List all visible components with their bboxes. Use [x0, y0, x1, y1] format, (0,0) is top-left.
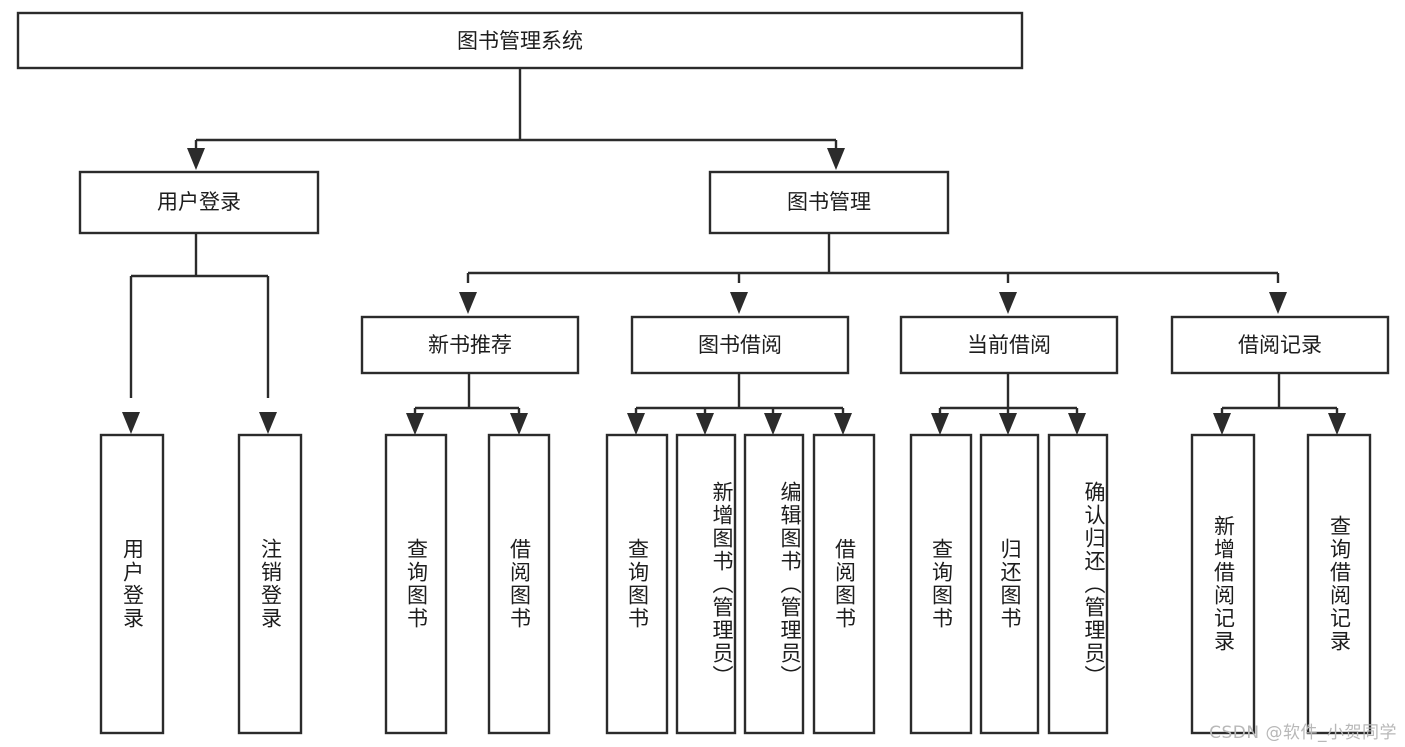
- node-current-borrow-label: 当前借阅: [967, 333, 1051, 357]
- connectors-record: [1213, 373, 1346, 435]
- leaf-record-add[interactable]: [1190, 433, 1256, 735]
- leaf-borrow-edit[interactable]: [743, 433, 805, 735]
- node-book-mgmt[interactable]: 图书管理: [708, 170, 950, 235]
- node-book-borrow[interactable]: 图书借阅: [630, 315, 850, 375]
- node-root[interactable]: 图书管理系统: [16, 11, 1024, 70]
- node-user-login-label: 用户登录: [157, 190, 241, 214]
- node-borrow-record[interactable]: 借阅记录: [1170, 315, 1390, 375]
- leaf-current-query[interactable]: [909, 433, 973, 735]
- leaf-user-login-label: 用户登录: [120, 538, 145, 630]
- leaf-record-add-label: 新增借阅记录: [1211, 515, 1236, 653]
- connectors-current: [931, 373, 1086, 435]
- connectors-newbook: [406, 373, 528, 435]
- leaf-user-login[interactable]: [99, 433, 165, 735]
- connectors-root: [187, 68, 845, 170]
- leaf-newbook-borrow[interactable]: [487, 433, 551, 735]
- node-borrow-record-label: 借阅记录: [1238, 333, 1322, 357]
- leaf-borrow-add[interactable]: [675, 433, 737, 735]
- leaf-newbook-borrow-label: 借阅图书: [507, 538, 532, 630]
- leaf-borrow-lend[interactable]: [812, 433, 876, 735]
- node-book-borrow-label: 图书借阅: [698, 333, 782, 357]
- connectors-book-mgmt: [459, 233, 1287, 314]
- node-current-borrow[interactable]: 当前借阅: [899, 315, 1119, 375]
- leaf-borrow-add-label: 新增图书（管理员）: [710, 480, 734, 688]
- leaf-borrow-query[interactable]: [605, 433, 669, 735]
- leaf-current-return[interactable]: [979, 433, 1040, 735]
- node-book-mgmt-label: 图书管理: [787, 190, 871, 214]
- leaf-borrow-query-label: 查询图书: [625, 538, 650, 630]
- leaf-user-logout[interactable]: [237, 433, 303, 735]
- leaf-user-logout-label: 注销登录: [258, 538, 283, 630]
- leaf-record-query-label: 查询借阅记录: [1327, 515, 1352, 653]
- leaf-newbook-query[interactable]: [384, 433, 448, 735]
- leaf-record-query[interactable]: [1306, 433, 1372, 735]
- leaf-current-confirm[interactable]: [1047, 433, 1109, 735]
- node-new-book-recommend-label: 新书推荐: [428, 333, 512, 357]
- leaf-current-return-label: 归还图书: [997, 538, 1022, 630]
- node-new-book-recommend[interactable]: 新书推荐: [360, 315, 580, 375]
- leaf-borrow-edit-label: 编辑图书（管理员）: [778, 480, 802, 688]
- leaf-borrow-lend-label: 借阅图书: [832, 538, 857, 630]
- connectors-user-login: [122, 233, 277, 434]
- node-root-label: 图书管理系统: [457, 29, 583, 53]
- leaf-current-query-label: 查询图书: [929, 538, 954, 630]
- leaf-newbook-query-label: 查询图书: [404, 538, 429, 630]
- node-user-login[interactable]: 用户登录: [78, 170, 320, 235]
- connectors-borrow: [627, 373, 852, 435]
- leaf-current-confirm-label: 确认归还（管理员）: [1082, 480, 1106, 688]
